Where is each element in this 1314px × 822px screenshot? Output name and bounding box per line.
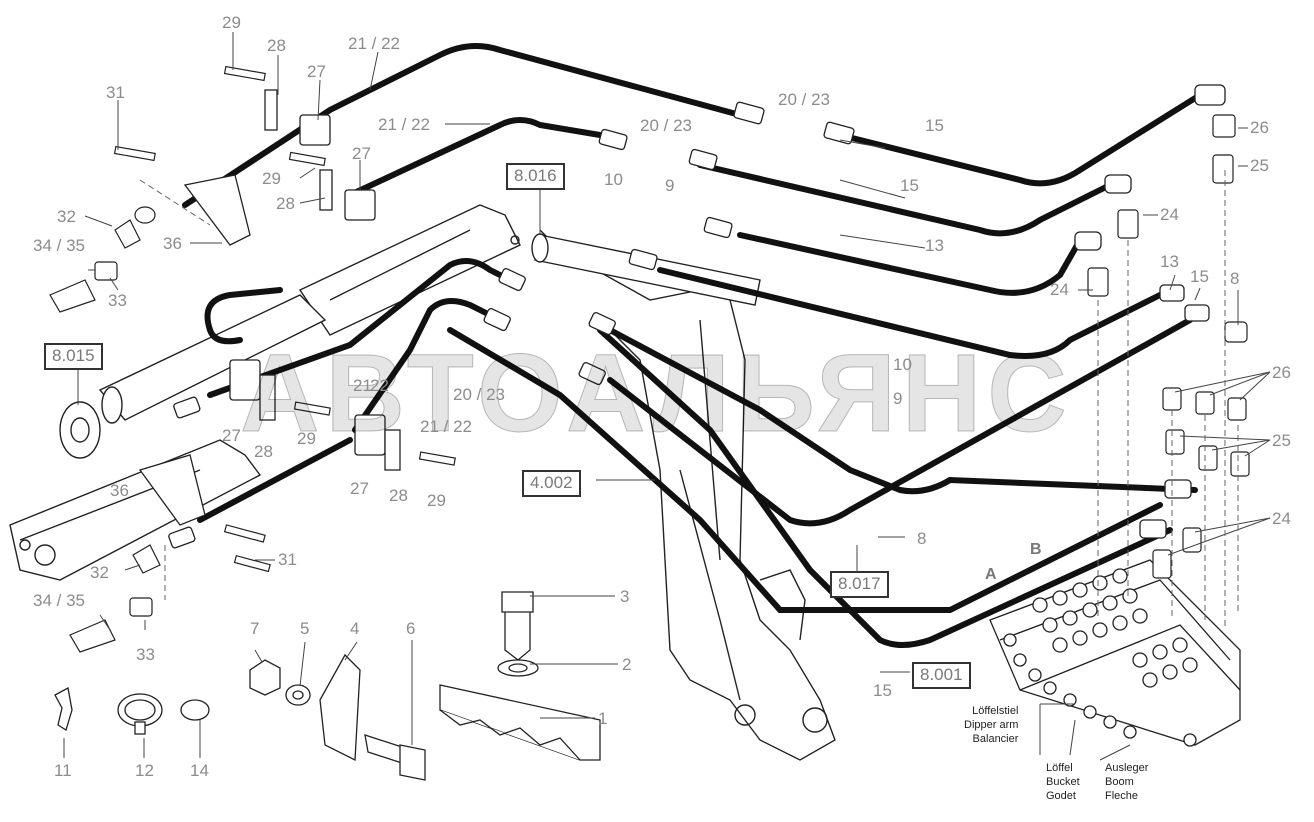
- callout-8-b: 8: [917, 529, 927, 548]
- control-valve-block: [989, 559, 1241, 747]
- callout-31-low: 31: [278, 550, 297, 569]
- callout-27-mid: 27: [352, 144, 371, 163]
- callout-13-b: 13: [1160, 252, 1179, 271]
- callout-28-low-b: 28: [389, 486, 408, 505]
- hose-fittings: [168, 84, 1226, 549]
- mounting-parts: [439, 591, 601, 761]
- callout-21: 21: [353, 376, 372, 395]
- legend-boom-en: Boom: [1105, 776, 1134, 788]
- ref-box-8016: 8.016: [506, 163, 565, 190]
- callout-29-top: 29: [222, 13, 241, 32]
- callout-20-23-a: 20 / 23: [778, 90, 830, 109]
- callout-6: 6: [406, 619, 416, 638]
- bolts: [113, 65, 456, 573]
- callout-20-23-c: 20 / 23: [453, 385, 505, 404]
- adapter-fittings: [1087, 114, 1250, 579]
- legend-dipper-en: Dipper arm: [964, 719, 1019, 731]
- legend-bucket-de: Löffel: [1046, 762, 1073, 774]
- hose-clamps: [138, 89, 401, 526]
- callout-14: 14: [190, 761, 209, 780]
- fastener-parts: [249, 653, 426, 781]
- legend-dipper-arm: Löffelstiel Dipper arm Balancier: [964, 704, 1018, 746]
- callout-29-mid: 29: [262, 169, 281, 188]
- hoses: [182, 43, 1203, 648]
- callout-21-22-top: 21 / 22: [348, 34, 400, 53]
- legend-boom-de: Ausleger: [1105, 762, 1149, 774]
- legend-dipper-fr: Balancier: [972, 733, 1019, 745]
- callout-8-a: 8: [1230, 269, 1240, 288]
- callout-24-c: 24: [1272, 509, 1291, 528]
- callout-22: 22: [370, 376, 389, 395]
- clips: [54, 687, 210, 735]
- port-letter-a: A: [985, 566, 997, 583]
- legend-bucket-en: Bucket: [1046, 776, 1080, 788]
- dashed-lines: [139, 170, 1239, 630]
- callout-21-22-mid: 21 / 22: [378, 115, 430, 134]
- callout-15-d: 15: [873, 681, 892, 700]
- callout-27-low-a: 27: [222, 426, 241, 445]
- callout-12: 12: [135, 761, 154, 780]
- legend-dipper-de: Löffelstiel: [972, 705, 1019, 717]
- port-letter-b: B: [1030, 541, 1042, 558]
- callout-4: 4: [350, 619, 360, 638]
- callout-9-a: 9: [665, 176, 675, 195]
- callout-25-b: 25: [1272, 431, 1291, 450]
- callout-36-top: 36: [163, 234, 182, 253]
- callout-26-b: 26: [1272, 363, 1291, 382]
- callout-3: 3: [620, 587, 630, 606]
- dipper-cylinder: [59, 294, 327, 459]
- callout-2: 2: [622, 655, 632, 674]
- legend-boom: Ausleger Boom Fleche: [1105, 761, 1148, 803]
- callout-9-b: 9: [893, 389, 903, 408]
- ref-box-4002: 4.002: [522, 470, 581, 497]
- callout-34-35-top: 34 / 35: [33, 236, 85, 255]
- legend-bucket: Löffel Bucket Godet: [1046, 761, 1080, 803]
- callout-7: 7: [250, 619, 260, 638]
- callout-24-a: 24: [1160, 205, 1179, 224]
- callout-24-b: 24: [1050, 280, 1069, 299]
- ref-box-8015: 8.015: [44, 343, 103, 370]
- callout-32-low: 32: [90, 563, 109, 582]
- callout-33-top: 33: [108, 291, 127, 310]
- callout-28-low-a: 28: [254, 442, 273, 461]
- callout-28-top: 28: [267, 36, 286, 55]
- callout-20-23-b: 20 / 23: [640, 116, 692, 135]
- leader-lines: [63, 32, 1271, 761]
- callout-32-top: 32: [57, 207, 76, 226]
- callout-26-a: 26: [1250, 118, 1269, 137]
- callout-33-low: 33: [136, 645, 155, 664]
- end-fittings: [49, 206, 161, 653]
- callout-5: 5: [300, 619, 310, 638]
- callout-15-b: 15: [900, 176, 919, 195]
- callout-27-low-b: 27: [350, 479, 369, 498]
- ref-box-8017: 8.017: [830, 571, 889, 598]
- callout-13-a: 13: [925, 236, 944, 255]
- callout-36-low: 36: [110, 481, 129, 500]
- callout-25-a: 25: [1250, 156, 1269, 175]
- callout-31-top: 31: [106, 83, 125, 102]
- callout-28-mid: 28: [276, 194, 295, 213]
- callout-15-a: 15: [925, 116, 944, 135]
- watermark-text: АВТОАЛЬЯНС: [240, 332, 1073, 456]
- boom-cylinder: [531, 233, 761, 306]
- callout-29-low-b: 29: [427, 491, 446, 510]
- callout-11: 11: [54, 761, 72, 780]
- callout-29-low-a: 29: [297, 429, 316, 448]
- callout-10-a: 10: [604, 170, 623, 189]
- ref-box-8001: 8.001: [912, 662, 971, 689]
- callout-27-top: 27: [307, 62, 326, 81]
- callout-21-22-low: 21 / 22: [420, 417, 472, 436]
- legend-boom-fr: Fleche: [1105, 790, 1139, 802]
- callout-1: 1: [598, 709, 608, 728]
- callout-15-c: 15: [1190, 267, 1209, 286]
- callout-34-35-low: 34 / 35: [33, 591, 85, 610]
- legend-bucket-fr: Godet: [1046, 790, 1076, 802]
- callout-10-b: 10: [893, 355, 912, 374]
